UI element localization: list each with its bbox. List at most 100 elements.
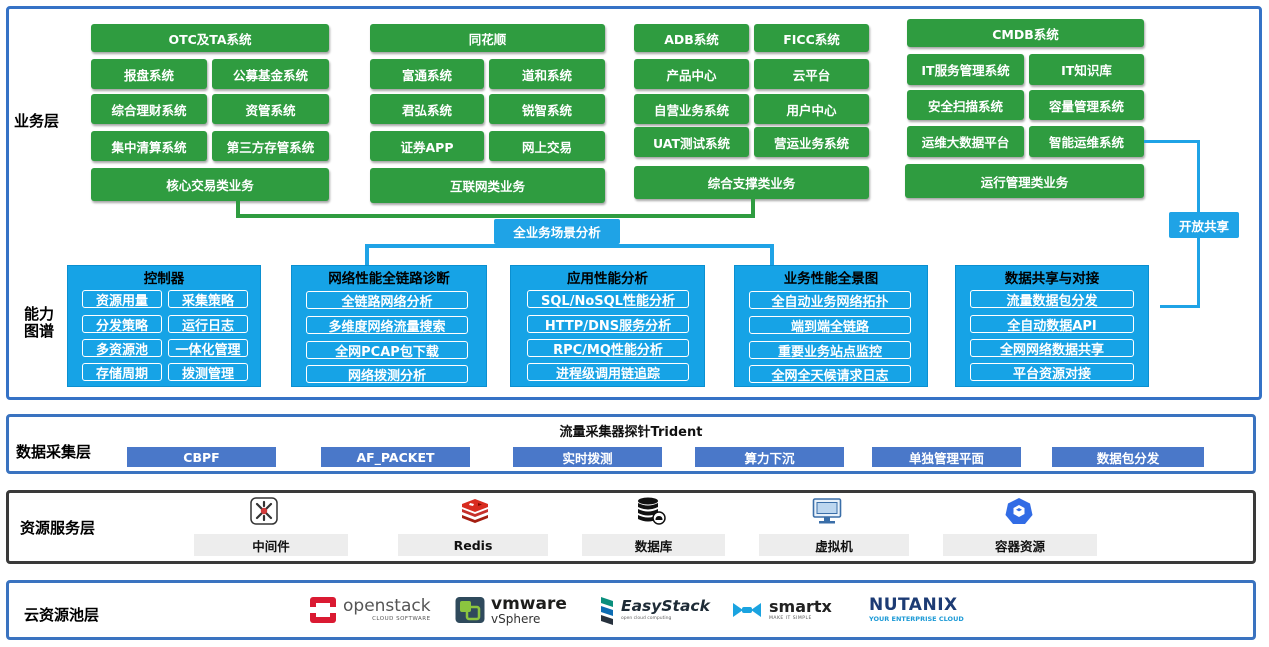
biz-item[interactable]: 道和系统 [489, 59, 605, 89]
vmware-logo: vmware vSphere [455, 591, 567, 629]
database-icon [636, 497, 666, 525]
collection-layer-label: 数据采集层 [16, 443, 92, 461]
capability-item[interactable]: 全链路网络分析 [306, 291, 468, 310]
biz-item[interactable]: FICC系统 [754, 24, 869, 52]
capability-title: 业务性能全景图 [783, 271, 879, 287]
biz-item[interactable]: 集中清算系统 [91, 131, 207, 161]
capability-item[interactable]: 重要业务站点监控 [749, 341, 911, 360]
biz-item[interactable]: 运维大数据平台 [907, 126, 1024, 157]
biz-item[interactable]: IT知识库 [1029, 54, 1144, 85]
biz-item[interactable]: 安全扫描系统 [907, 90, 1024, 120]
biz-category-internet[interactable]: 互联网类业务 [370, 168, 605, 203]
capability-item[interactable]: RPC/MQ性能分析 [527, 339, 689, 358]
biz-item[interactable]: IT服务管理系统 [907, 54, 1024, 85]
biz-item[interactable]: 锐智系统 [489, 94, 605, 124]
capability-item[interactable]: 端到端全链路 [749, 316, 911, 335]
biz-item[interactable]: 资管系统 [212, 94, 329, 124]
nutanix-name: NUTANIX [869, 595, 958, 616]
biz-item[interactable]: 容量管理系统 [1029, 90, 1144, 120]
capability-item[interactable]: SQL/NoSQL性能分析 [527, 290, 689, 309]
connector-line [770, 244, 774, 268]
biz-item[interactable]: 智能运维系统 [1029, 126, 1144, 157]
capability-title: 控制器 [143, 271, 185, 287]
biz-item[interactable]: ADB系统 [634, 24, 749, 52]
connector-line [751, 199, 755, 217]
capability-label-line2: 图谱 [24, 322, 55, 340]
nutanix-sub: YOUR ENTERPRISE CLOUD [869, 615, 964, 624]
easystack-icon [601, 597, 613, 625]
capability-item[interactable]: 全网PCAP包下载 [306, 341, 468, 360]
container-icon [1004, 497, 1034, 525]
biz-cmdb[interactable]: CMDB系统 [907, 19, 1144, 47]
capability-item[interactable]: 网络拨测分析 [306, 365, 468, 384]
business-capability-section [6, 6, 1262, 400]
capability-item[interactable]: 运行日志 [168, 315, 248, 334]
resource-label[interactable]: 中间件 [194, 534, 348, 556]
cloud-section: openstack CLOUD SOFTWARE vmware vSphere … [6, 580, 1256, 640]
capability-item[interactable]: 流量数据包分发 [970, 290, 1134, 309]
biz-item[interactable]: 第三方存管系统 [212, 131, 329, 161]
biz-item[interactable]: 公募基金系统 [212, 59, 329, 89]
capability-item[interactable]: 进程级调用链追踪 [527, 363, 689, 382]
biz-category-support[interactable]: 综合支撑类业务 [634, 166, 869, 199]
capability-item[interactable]: 资源用量 [82, 290, 162, 309]
biz-item[interactable]: 综合理财系统 [91, 94, 207, 124]
resource-label[interactable]: 虚拟机 [759, 534, 909, 556]
connector-line [1160, 305, 1200, 308]
openstack-icon [310, 597, 336, 623]
biz-category-core-trading[interactable]: 核心交易类业务 [91, 168, 329, 201]
easystack-name: EasyStack [621, 597, 710, 615]
capability-item[interactable]: HTTP/DNS服务分析 [527, 315, 689, 334]
resource-label[interactable]: 数据库 [582, 534, 725, 556]
openstack-logo: openstack CLOUD SOFTWARE [309, 591, 431, 629]
connector-line [1197, 140, 1200, 212]
biz-otc-ta[interactable]: OTC及TA系统 [91, 24, 329, 52]
biz-item[interactable]: 用户中心 [754, 94, 869, 124]
business-layer-label: 业务层 [14, 112, 60, 130]
biz-item[interactable]: 证券APP [370, 131, 484, 161]
resource-label[interactable]: Redis [398, 534, 548, 556]
easystack-logo: EasyStack open cloud computing [599, 591, 710, 629]
capability-network-diagnosis: 网络性能全链路诊断 全链路网络分析 多维度网络流量搜索 全网PCAP包下载 网络… [291, 265, 487, 387]
capability-item[interactable]: 存储周期 [82, 363, 162, 382]
collector-item[interactable]: 实时拨测 [513, 447, 662, 467]
collection-section: 流量采集器探针Trident CBPF AF_PACKET 实时拨测 算力下沉 … [6, 414, 1256, 474]
capability-item[interactable]: 采集策略 [168, 290, 248, 309]
capability-item[interactable]: 全自动业务网络拓扑 [749, 291, 911, 310]
collector-item[interactable]: 单独管理平面 [872, 447, 1021, 467]
capability-item[interactable]: 一体化管理 [168, 339, 248, 358]
biz-item[interactable]: 营运业务系统 [754, 127, 869, 157]
open-share-badge[interactable]: 开放共享 [1169, 212, 1239, 238]
collector-item[interactable]: CBPF [127, 447, 276, 467]
biz-item[interactable]: 富通系统 [370, 59, 484, 89]
smartx-name: smartx [769, 596, 832, 616]
collector-item[interactable]: 数据包分发 [1052, 447, 1204, 467]
capability-item[interactable]: 全网全天候请求日志 [749, 365, 911, 384]
capability-item[interactable]: 多资源池 [82, 339, 162, 358]
nutanix-logo: NUTANIX YOUR ENTERPRISE CLOUD [869, 591, 964, 629]
biz-item[interactable]: 自营业务系统 [634, 94, 749, 124]
biz-category-operations[interactable]: 运行管理类业务 [905, 164, 1144, 198]
capability-item[interactable]: 多维度网络流量搜索 [306, 316, 468, 335]
resource-layer-label: 资源服务层 [20, 519, 96, 537]
hub-full-scenario-analysis[interactable]: 全业务场景分析 [494, 219, 620, 244]
smartx-sub: MAKE IT SIMPLE [769, 615, 812, 621]
biz-item[interactable]: 产品中心 [634, 59, 749, 89]
biz-item[interactable]: 网上交易 [489, 131, 605, 161]
biz-item[interactable]: 云平台 [754, 59, 869, 89]
biz-tonghuashun[interactable]: 同花顺 [370, 24, 605, 52]
capability-item[interactable]: 平台资源对接 [970, 363, 1134, 382]
capability-item[interactable]: 分发策略 [82, 315, 162, 334]
collector-item[interactable]: 算力下沉 [695, 447, 844, 467]
biz-item[interactable]: 报盘系统 [91, 59, 207, 89]
capability-item[interactable]: 拨测管理 [168, 363, 248, 382]
resource-label[interactable]: 容器资源 [943, 534, 1097, 556]
capability-item[interactable]: 全网网络数据共享 [970, 339, 1134, 358]
biz-item[interactable]: 君弘系统 [370, 94, 484, 124]
connector-line [1197, 238, 1200, 306]
capability-controller: 控制器 资源用量 采集策略 分发策略 运行日志 多资源池 一体化管理 存储周期 … [67, 265, 261, 387]
collector-title: 流量采集器探针Trident [559, 425, 703, 440]
biz-item[interactable]: UAT测试系统 [634, 127, 749, 157]
capability-item[interactable]: 全自动数据API [970, 315, 1134, 334]
collector-item[interactable]: AF_PACKET [321, 447, 470, 467]
